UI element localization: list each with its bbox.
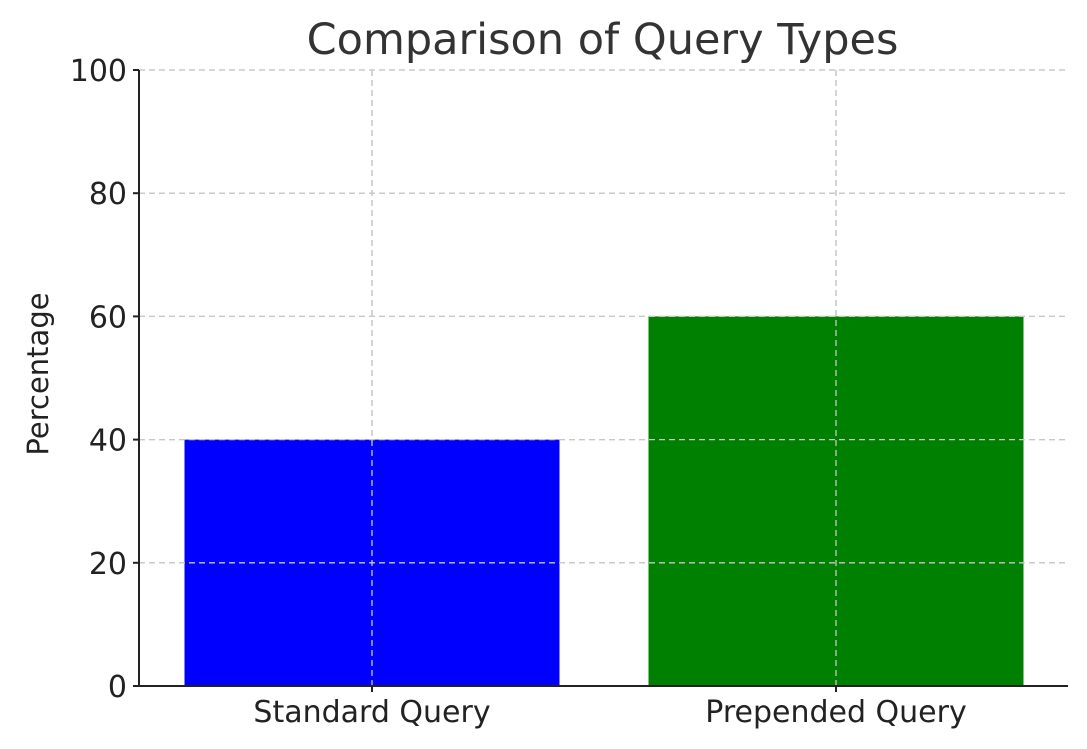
y-tick-label: 40: [89, 424, 127, 459]
y-tick-label: 60: [89, 300, 127, 335]
x-ticks: Standard Query Prepended Query: [253, 686, 967, 730]
axes: [138, 70, 1068, 687]
y-tick-label: 20: [89, 547, 127, 582]
y-tick-label: 0: [108, 670, 127, 705]
y-tick-label: 100: [70, 54, 127, 89]
x-tick-label: Standard Query: [253, 695, 490, 730]
bars: [139, 69, 1068, 687]
y-axis-label: Percentage: [21, 292, 55, 455]
x-tick-label: Prepended Query: [705, 695, 966, 730]
y-ticks: 0 20 40 60 80 100: [70, 54, 139, 705]
y-tick-label: 80: [89, 177, 127, 212]
chart-title: Comparison of Query Types: [307, 15, 899, 65]
